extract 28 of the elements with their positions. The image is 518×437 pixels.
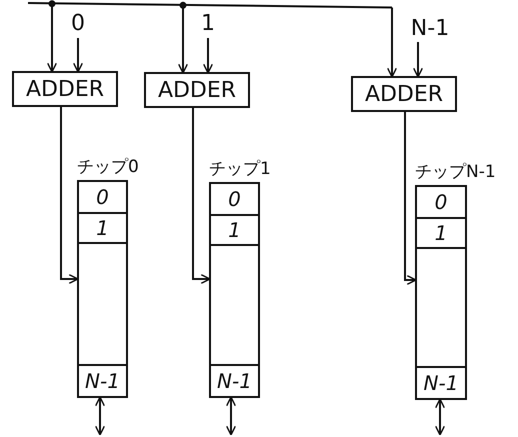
memory-cell: 0 [211,184,258,216]
adder-box: ADDER [12,71,118,107]
arrow [202,38,214,74]
arrow [60,107,79,284]
memory-cell: 1 [211,216,258,246]
double-arrow [226,396,236,436]
double-arrow [94,396,106,436]
chip-label: チップ1 [209,158,271,180]
arrow [412,42,424,78]
adder-box: ADDER [351,76,457,112]
memory-cell: N-1 [79,364,126,396]
arrow [192,108,211,284]
memory-cell: 1 [417,219,465,249]
arrow [404,112,417,286]
memory-cell: 1 [79,214,126,244]
input-label: N-1 [404,14,456,42]
arrow [386,8,398,78]
chip-label: チップN-1 [415,161,496,183]
input-label: 1 [196,8,220,38]
input-label: 0 [66,8,90,38]
double-arrow [434,398,446,436]
adder-box: ADDER [144,72,250,108]
chip-label: チップ0 [77,156,139,178]
memory-cell: N-1 [211,364,258,396]
arrow [72,38,84,73]
memory-cell: 0 [79,182,126,214]
memory-cell: N-1 [417,366,465,398]
memory-cell: 0 [417,187,465,219]
